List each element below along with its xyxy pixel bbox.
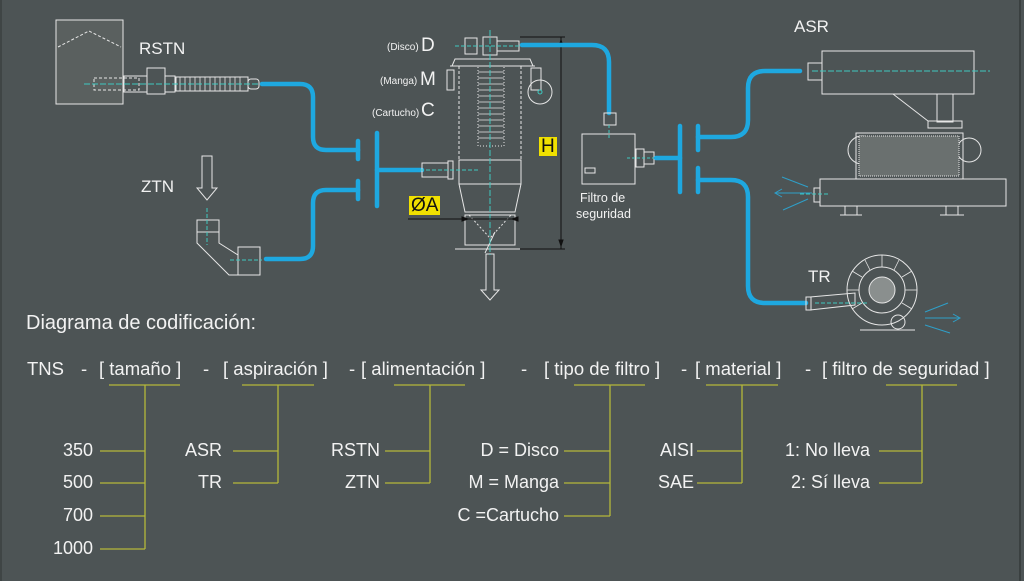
safety-filter-label-line2: seguridad	[576, 207, 631, 221]
option-filtro-cartucho: C =Cartucho	[457, 505, 559, 525]
code-field-tipo-filtro: [ tipo de filtro ]	[544, 358, 661, 379]
filter-type-disco-abbr: (Disco)	[387, 42, 419, 53]
code-separator: -	[681, 358, 688, 379]
code-field-tamano: [ tamaño ]	[99, 358, 182, 379]
suction-pipes-left	[259, 81, 425, 262]
option-filtro-disco: D = Disco	[480, 440, 559, 460]
code-field-aspiracion: [ aspiración ]	[223, 358, 328, 379]
ztn-hopper-drawing	[195, 155, 262, 276]
filter-type-manga-letter: M	[420, 69, 436, 90]
code-separator: -	[81, 358, 88, 379]
coding-tree-lines	[100, 384, 957, 550]
tr-exhaust-arrows	[924, 302, 962, 334]
option-material-sae: SAE	[657, 472, 694, 492]
dimension-lines	[408, 36, 565, 250]
frame-edge-left	[0, 0, 2, 581]
pipe-to-safety-filter	[519, 42, 612, 116]
option-filtro-manga: M = Manga	[468, 472, 559, 492]
filter-type-manga-abbr: (Manga)	[380, 76, 418, 87]
option-alimentacion-ztn: ZTN	[345, 472, 380, 492]
option-aspiracion-asr: ASR	[184, 440, 222, 460]
height-dimension-label: H	[539, 136, 557, 157]
option-alimentacion-rstn: RSTN	[331, 440, 380, 460]
suction-pipes-right	[653, 68, 809, 306]
ztn-label: ZTN	[141, 177, 175, 196]
code-separator: -	[349, 358, 356, 379]
vacuum-receiver-drawing	[420, 30, 553, 301]
code-separator: -	[805, 358, 812, 379]
safety-filter-label-line1: Filtro de	[580, 191, 626, 205]
tr-label: TR	[808, 267, 831, 286]
code-field-alimentacion: [ alimentación ]	[361, 358, 486, 379]
code-field-material: [ material ]	[695, 358, 782, 379]
coding-diagram-title: Diagrama de codificación:	[26, 312, 257, 334]
asr-blower-drawing	[800, 50, 1007, 216]
code-prefix: TNS	[27, 358, 64, 379]
code-separator: -	[521, 358, 528, 379]
rstn-label: RSTN	[139, 39, 186, 58]
option-tamano-500: 500	[62, 472, 93, 492]
option-seguridad-no: 1: No lleva	[784, 440, 870, 460]
option-seguridad-si: 2: Sí lleva	[790, 472, 870, 492]
option-tamano-350: 350	[62, 440, 93, 460]
diameter-dimension-label: ØA	[409, 195, 441, 216]
tr-blower-drawing	[805, 254, 918, 331]
option-tamano-1000: 1000	[52, 538, 93, 558]
frame-edge-right	[1019, 0, 1021, 581]
filter-type-cartucho-letter: C	[421, 100, 435, 121]
safety-filter-drawing	[581, 112, 655, 185]
option-aspiracion-tr: TR	[198, 472, 222, 492]
filter-type-cartucho-abbr: (Cartucho)	[372, 108, 420, 119]
option-material-aisi: AISI	[659, 440, 694, 460]
option-tamano-700: 700	[62, 505, 93, 525]
rstn-silo-drawing	[55, 19, 260, 105]
asr-label: ASR	[794, 17, 829, 36]
asr-exhaust-arrows	[773, 176, 812, 211]
code-field-filtro-seguridad: [ filtro de seguridad ]	[822, 358, 990, 379]
code-separator: -	[203, 358, 210, 379]
filter-type-disco-letter: D	[421, 35, 435, 56]
